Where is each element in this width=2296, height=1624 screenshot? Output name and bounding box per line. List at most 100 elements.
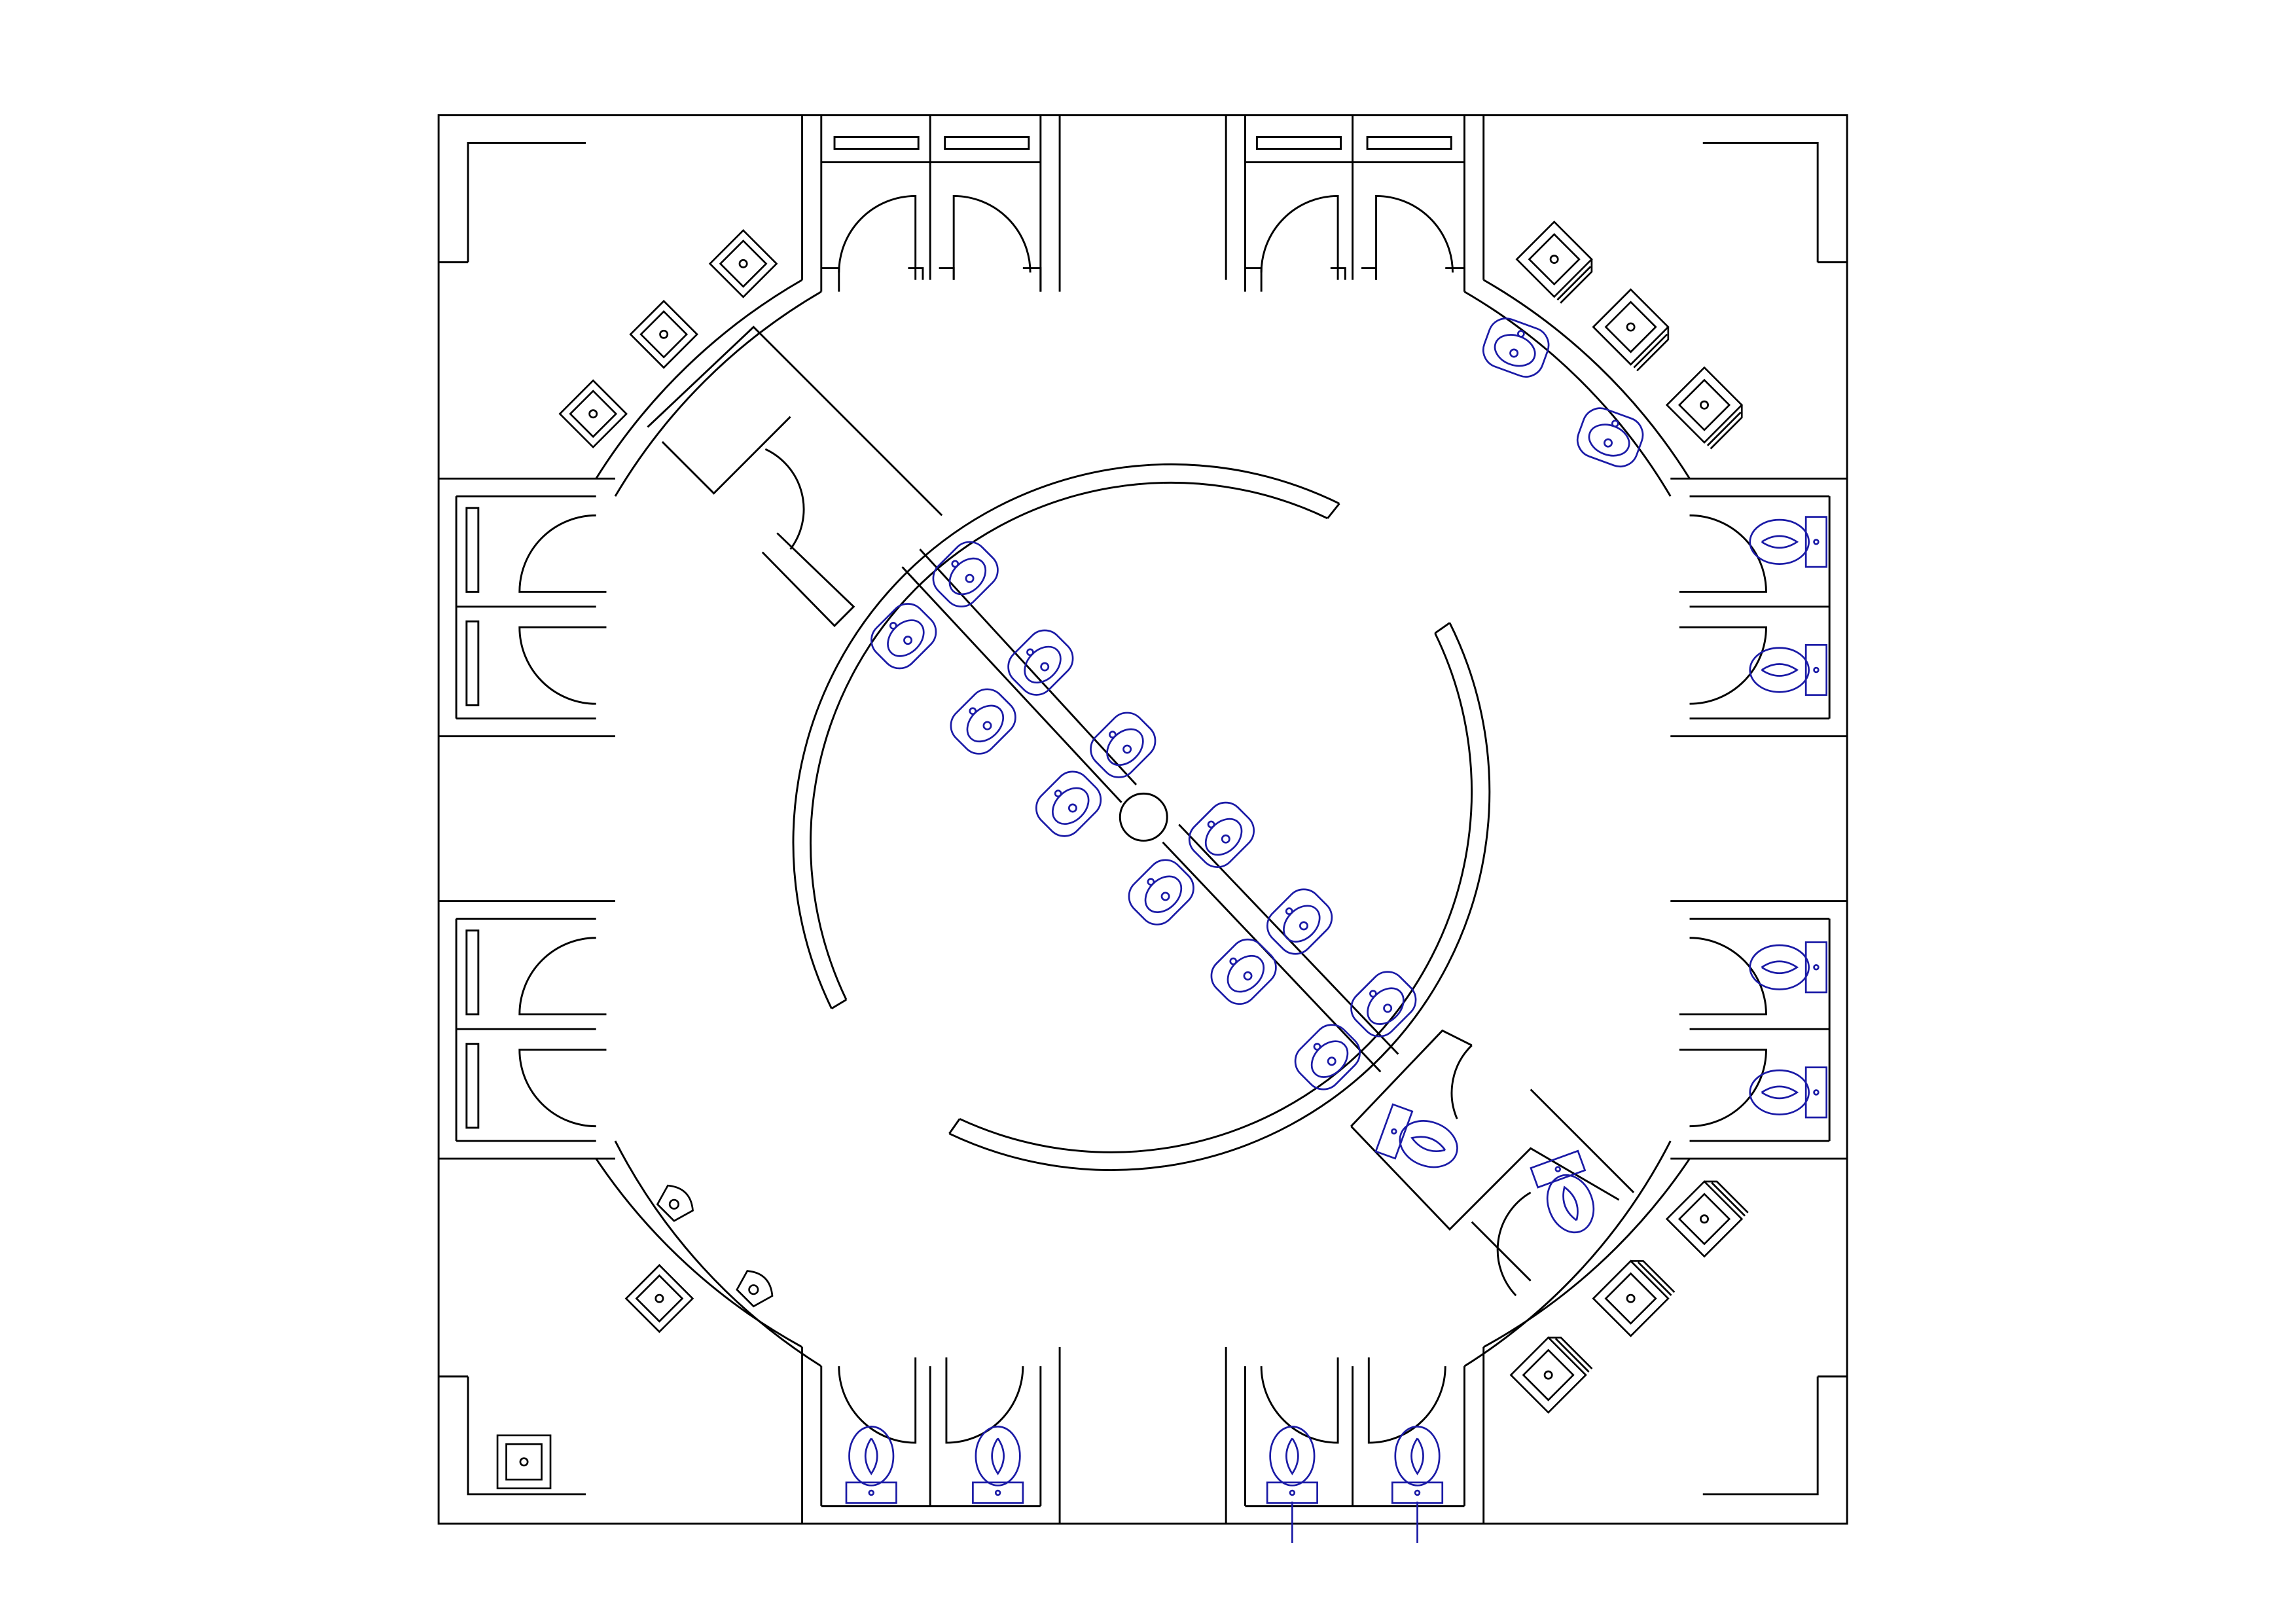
shower-panel-7: [465, 929, 480, 1016]
door-swing-ll-1: [518, 937, 607, 1016]
central-ring-inner: [810, 481, 1328, 1000]
sink-icon: [624, 1263, 694, 1333]
washbasin-icon: [1294, 1024, 1361, 1091]
door-swing-ll-2: [518, 1049, 607, 1128]
washbasin-icon: [1576, 407, 1644, 468]
washbasin-icon: [1007, 629, 1074, 696]
toilet-icon: [1374, 1103, 1458, 1168]
toilet-icon: [1749, 941, 1828, 994]
toilet-icon: [1749, 1066, 1828, 1119]
door-swing-lu-2: [518, 626, 607, 705]
toilet-icon: [1391, 1425, 1444, 1504]
toilet-icon: [1749, 643, 1828, 696]
sink-icon: [558, 379, 628, 449]
urinal-icon: [736, 1270, 774, 1308]
toilet-icon: [845, 1425, 897, 1504]
door-swing-bl-2: [945, 1357, 1024, 1444]
left-lower-room: [439, 900, 615, 1160]
washbasin-icon: [950, 688, 1016, 755]
left-upper-room: [439, 477, 615, 738]
corridor-ring-inner-tr: [1463, 291, 1672, 497]
corner-wall-tl: [439, 141, 586, 264]
sink-icon: [496, 1434, 552, 1490]
corner-wall-tr: [1702, 141, 1848, 264]
door-swing-lu-1: [518, 514, 607, 593]
toilet-icon: [1530, 1149, 1595, 1234]
door-swing-utility-br-2: [1496, 1191, 1532, 1297]
shower-panel-1: [833, 136, 920, 150]
washbasin-icon: [1210, 938, 1277, 1005]
corner-wall-br: [1702, 1375, 1848, 1496]
washbasin-icon: [1266, 888, 1333, 955]
shower-icon: [1592, 288, 1670, 372]
door-swing-bl-1: [838, 1357, 917, 1444]
door-swing-ru-2: [1679, 626, 1767, 705]
door-swing-utility-br: [1450, 1044, 1473, 1119]
washbasin-icon: [1188, 801, 1255, 868]
central-column: [1119, 792, 1168, 842]
door-swing-tl-2: [952, 194, 1031, 280]
corridor-ring-outer-br: [1483, 1158, 1691, 1348]
washbasin-icon: [870, 603, 937, 670]
black-fixtures: [496, 220, 1749, 1490]
corridor-ring-inner: [614, 291, 822, 497]
utility-room-tl: [647, 325, 943, 628]
toilet-icon: [1749, 516, 1828, 568]
washbasin-icon: [1482, 317, 1550, 378]
bottom-right-room: [1225, 1346, 1485, 1524]
washbasin-icon: [1090, 712, 1157, 778]
corridor-ring-outer: [595, 279, 803, 479]
shower-icon: [1515, 220, 1593, 304]
corner-wall-bl: [439, 1375, 586, 1496]
door-swing-utility-tl: [764, 448, 805, 550]
door-jambs-tr: [1245, 267, 1465, 292]
door-swing-br-2: [1367, 1357, 1446, 1444]
corridor-ring-outer-tr: [1482, 279, 1691, 479]
sink-icon: [629, 300, 698, 369]
utility-room-br: [1350, 1029, 1635, 1282]
door-jambs-tl: [821, 267, 1042, 292]
shower-panel-8: [465, 1043, 480, 1129]
shower-icon: [1509, 1336, 1593, 1414]
door-swing-rl-1: [1679, 937, 1767, 1016]
door-swing-br-1: [1260, 1357, 1339, 1444]
shower-icon: [1592, 1259, 1676, 1337]
shower-panel-3: [1255, 136, 1342, 150]
diagonal-partition-b: [919, 549, 1138, 785]
sink-icon: [708, 229, 778, 298]
shower-panel-4: [1366, 136, 1452, 150]
corridor-ring-inner-bl: [614, 1140, 822, 1367]
door-swing-ru-1: [1679, 514, 1767, 593]
shower-panel-5: [465, 507, 480, 593]
shower-panel-6: [465, 620, 480, 706]
toilet-icon: [972, 1425, 1024, 1504]
washbasin-icon: [1128, 859, 1194, 926]
door-swing-tr-1: [1260, 194, 1339, 280]
corridor-ring-inner-br: [1463, 1140, 1672, 1367]
shower-icon: [1665, 1180, 1749, 1258]
door-swing-tr-2: [1375, 194, 1454, 280]
door-swing-tl-1: [838, 194, 917, 280]
washbasin-icon: [1350, 971, 1417, 1038]
central-ring-outer: [792, 463, 1340, 1009]
shower-panel-2: [944, 136, 1030, 150]
washbasin-icon: [932, 541, 999, 607]
drain-line: [1291, 1502, 1418, 1543]
shower-icon: [1665, 366, 1744, 450]
washbasin-icon: [1035, 770, 1102, 837]
door-swing-rl-2: [1679, 1049, 1767, 1128]
top-left-room: [801, 115, 1061, 292]
bottom-left-room: [801, 1346, 1061, 1524]
right-lower-room: [1670, 900, 1848, 1160]
blue-fixtures: [845, 317, 1828, 1543]
urinal-icon: [656, 1184, 694, 1222]
central-ring-outer-r: [948, 622, 1491, 1171]
top-right-room: [1225, 115, 1485, 292]
outer-wall: [437, 114, 1848, 1525]
right-upper-room: [1670, 477, 1848, 738]
central-ring-inner-r: [959, 632, 1473, 1153]
ring-end-caps: [831, 503, 1450, 1134]
diagonal-partition-a: [901, 566, 1122, 803]
